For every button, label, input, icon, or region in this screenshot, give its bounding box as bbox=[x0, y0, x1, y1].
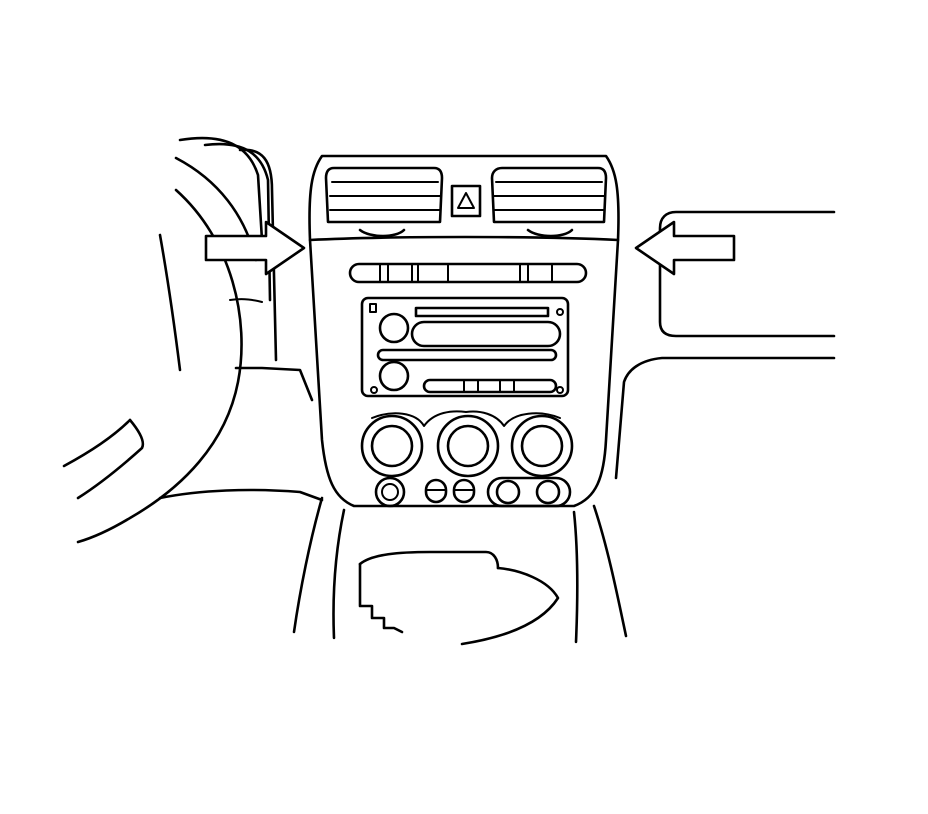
left-air-vent bbox=[324, 166, 444, 238]
radio-head-unit bbox=[360, 296, 570, 398]
cd-slot bbox=[410, 320, 562, 348]
steering-wheel bbox=[62, 136, 324, 544]
hazard-triangle-icon bbox=[457, 192, 475, 209]
temperature-knob bbox=[436, 414, 500, 478]
hvac-controls bbox=[360, 410, 574, 508]
hazard-switch-button[interactable] bbox=[450, 184, 482, 218]
fan-speed-knob bbox=[360, 414, 424, 478]
radio-button-strip bbox=[348, 262, 588, 284]
shift-lever-boot bbox=[358, 562, 404, 634]
radio-power-knob bbox=[378, 312, 410, 344]
radio-bezel bbox=[308, 154, 620, 508]
arrow-left-icon bbox=[634, 220, 736, 276]
center-console bbox=[292, 496, 628, 646]
right-air-vent bbox=[490, 166, 608, 238]
radio-tune-knob bbox=[378, 360, 410, 392]
mode-knob bbox=[510, 414, 574, 478]
arrow-right-icon bbox=[204, 220, 306, 276]
right-dash-panel bbox=[614, 210, 836, 480]
